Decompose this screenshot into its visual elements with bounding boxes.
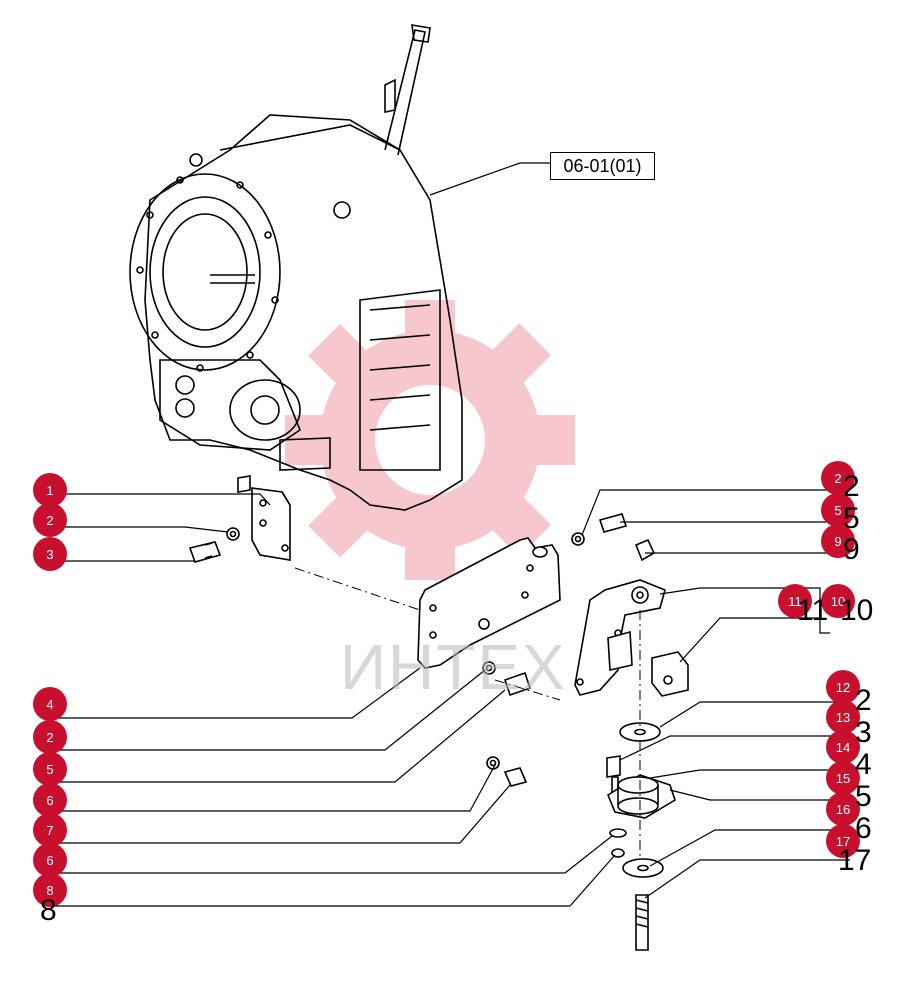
isolator-stack xyxy=(606,722,676,951)
callout-r10[interactable]: 10 xyxy=(821,584,855,618)
callout-3[interactable]: 3 xyxy=(33,537,67,571)
callout-r17[interactable]: 17 xyxy=(826,824,860,858)
callout-r12[interactable]: 12 xyxy=(826,670,860,704)
callout-r16[interactable]: 16 xyxy=(826,792,860,826)
watermark-gear-icon xyxy=(285,300,575,580)
large-label-2: 2 xyxy=(843,470,860,503)
callout-6[interactable]: 6 xyxy=(33,783,67,817)
large-label-16: 6 xyxy=(855,812,872,845)
callout-r14[interactable]: 14 xyxy=(826,730,860,764)
large-label-8: 8 xyxy=(40,894,57,927)
large-label-11: 11 xyxy=(797,594,829,627)
large-label-10: 10 xyxy=(840,594,874,627)
callout-r15[interactable]: 15 xyxy=(826,761,860,795)
reference-label-box[interactable]: 06-01(01) xyxy=(550,152,655,180)
callout-r2[interactable]: 2 xyxy=(821,461,855,495)
leader-lines xyxy=(50,162,850,907)
mounting-plate xyxy=(417,513,628,787)
callout-2b[interactable]: 2 xyxy=(33,720,67,754)
callout-8[interactable]: 8 xyxy=(33,873,67,907)
bracket-left xyxy=(188,475,291,563)
large-label-9: 9 xyxy=(843,533,860,566)
assembly-centerlines xyxy=(294,567,641,860)
callout-4[interactable]: 4 xyxy=(33,687,67,721)
callout-7[interactable]: 7 xyxy=(33,813,67,847)
watermark-text: ИНТЕХ xyxy=(340,631,567,703)
callout-5[interactable]: 5 xyxy=(33,752,67,786)
large-label-12: 2 xyxy=(855,684,872,717)
callout-r9[interactable]: 9 xyxy=(821,524,855,558)
callout-r11[interactable]: 11 xyxy=(778,584,812,618)
large-label-5: 5 xyxy=(843,502,860,535)
large-label-14: 4 xyxy=(855,748,872,781)
large-label-13: 3 xyxy=(855,716,872,749)
large-label-15: 5 xyxy=(855,780,872,813)
callout-2[interactable]: 2 xyxy=(33,503,67,537)
callout-r5[interactable]: 5 xyxy=(821,493,855,527)
transmission-housing xyxy=(129,24,463,511)
large-label-17: 17 xyxy=(838,844,872,877)
angle-bracket-right xyxy=(574,538,689,697)
callout-1[interactable]: 1 xyxy=(33,473,67,507)
callout-6b[interactable]: 6 xyxy=(33,843,67,877)
callout-r13[interactable]: 13 xyxy=(826,700,860,734)
